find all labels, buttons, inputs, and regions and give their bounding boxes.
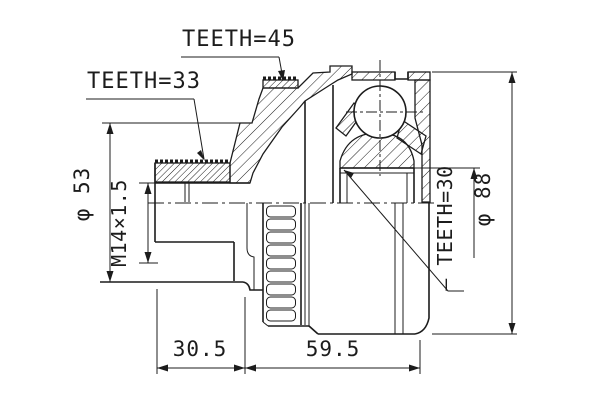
outer-race-top-strip-right: [407, 71, 431, 81]
abs-ring-45-section: [262, 79, 299, 89]
serration-teeth: [266, 205, 296, 322]
abs-ring-33-section: [154, 162, 231, 183]
label-teeth-33: TEETH=33: [87, 69, 201, 94]
label-thread-spec: M14×1.5: [107, 179, 131, 267]
dimensions: [86, 56, 517, 374]
bell-wall-section: [229, 65, 353, 184]
section-upper-half: [154, 60, 431, 203]
taper-edge: [308, 325, 319, 335]
flange-corner-arc: [242, 281, 263, 291]
cage-wing-right: [396, 118, 427, 156]
serration-band: [262, 203, 310, 327]
teeth33-leader: [193, 98, 205, 160]
boot-groove-profile: [246, 203, 255, 290]
label-dia-88: φ 88: [471, 172, 495, 227]
label-teeth-45: TEETH=45: [182, 27, 296, 52]
label-length-59-5: 59.5: [306, 337, 361, 361]
label-teeth-30: — TEETH=30: [433, 165, 457, 290]
race-corner-arc: [414, 203, 430, 335]
teeth30-leader: [343, 169, 464, 292]
elevation-lower-half: [100, 163, 430, 335]
snapring-notch: [394, 72, 409, 80]
label-length-30-5: 30.5: [173, 337, 228, 361]
annotations: TEETH=45 TEETH=33 — TEETH=30 φ 53 M14×1.…: [70, 27, 495, 361]
label-dia-53: φ 53: [70, 167, 94, 222]
outer-race-top-strip: [351, 71, 396, 81]
